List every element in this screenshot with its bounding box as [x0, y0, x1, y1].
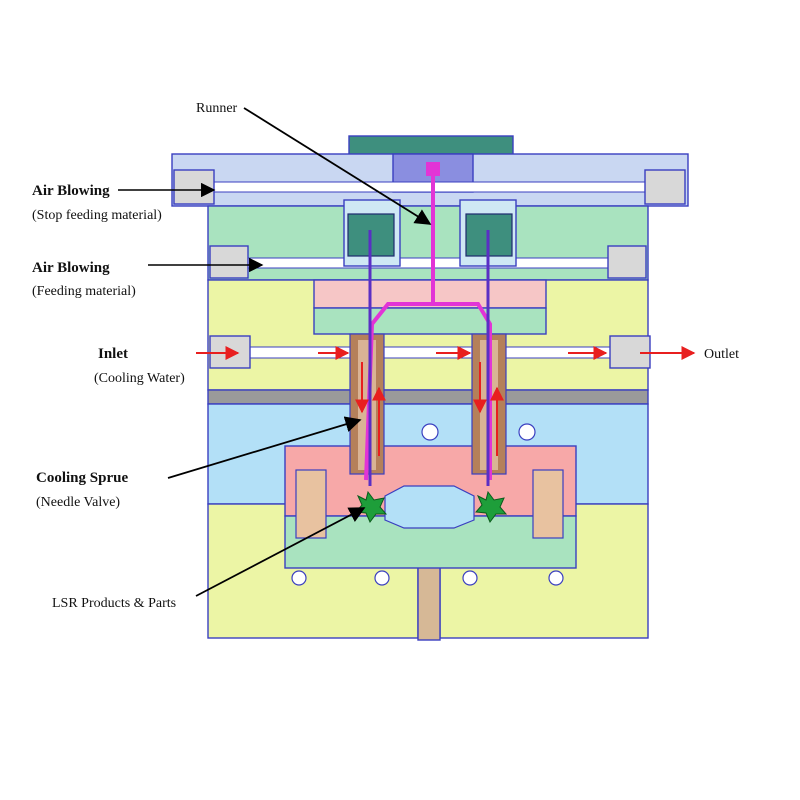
label-inlet-sub: (Cooling Water) [94, 371, 185, 386]
hole-bottom-1 [291, 570, 307, 586]
part-cavity [384, 485, 475, 529]
leader-lsr [195, 507, 366, 597]
hole-bottom-3 [462, 570, 478, 586]
label-air-blowing-stop-sub: (Stop feeding material) [32, 208, 162, 223]
hole-bottom-2 [374, 570, 390, 586]
hole-bottom-4 [548, 570, 564, 586]
lsr-part-right [474, 490, 508, 523]
cooling-channel [249, 346, 611, 359]
leader-runner [243, 107, 432, 225]
air-channel-stop [199, 181, 657, 193]
label-cooling-sprue: Cooling Sprue [36, 470, 128, 486]
label-outlet: Outlet [704, 347, 739, 362]
air-fitting-right-top [644, 169, 686, 205]
lsr-part-left [354, 490, 388, 523]
label-lsr-products: LSR Products & Parts [52, 596, 176, 611]
label-air-blowing-stop: Air Blowing [32, 183, 110, 199]
hole-blue-1 [421, 423, 439, 441]
hole-blue-2 [518, 423, 536, 441]
pocket-right [532, 469, 564, 539]
gray-strip [207, 389, 649, 405]
air-channel-feed [231, 257, 628, 269]
label-runner: Runner [196, 101, 238, 116]
air-fitting-left-top [173, 169, 215, 205]
label-air-blowing-feed: Air Blowing [32, 260, 110, 276]
manifold-body [313, 307, 547, 335]
pocket-left [295, 469, 327, 539]
label-air-blowing-feed-sub: (Feeding material) [32, 284, 136, 299]
runner-mouth [426, 162, 440, 176]
label-cooling-sprue-sub: (Needle Valve) [36, 495, 120, 510]
air-fitting-right-mid [607, 245, 647, 279]
green-plate [207, 205, 649, 281]
air-fitting-left-mid [209, 245, 249, 279]
leader-cooling-sprue [167, 416, 362, 479]
label-inlet: Inlet [98, 346, 128, 362]
